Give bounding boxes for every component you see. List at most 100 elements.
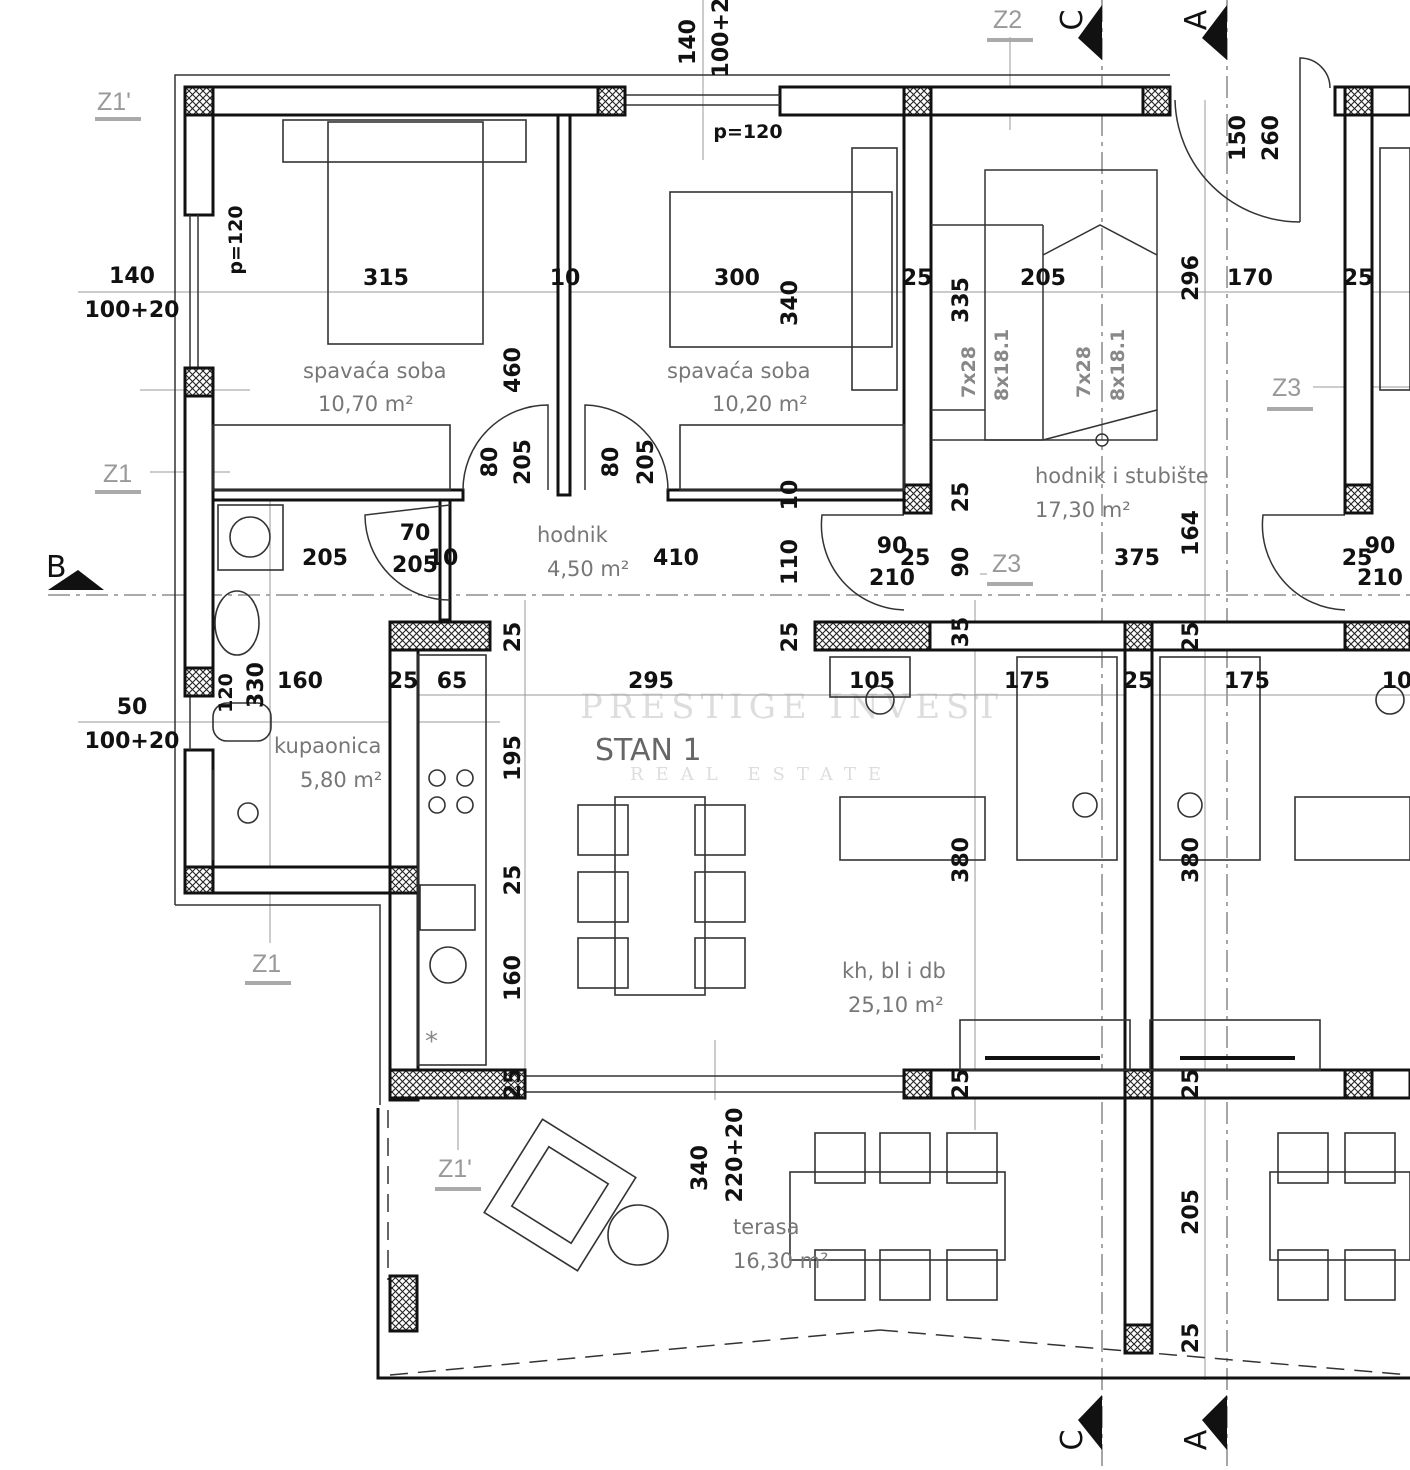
apartment-label: STAN 1	[595, 733, 702, 768]
svg-text:7x28: 7x28	[1073, 346, 1095, 398]
svg-text:210: 210	[869, 566, 915, 591]
svg-text:410: 410	[653, 546, 699, 571]
svg-text:65: 65	[437, 669, 468, 694]
svg-text:340: 340	[778, 280, 803, 326]
svg-text:315: 315	[363, 266, 409, 291]
svg-text:8x18.1: 8x18.1	[1107, 329, 1129, 401]
room-area-bedroom-2: 10,20 m²	[712, 392, 808, 416]
svg-text:105: 105	[849, 669, 895, 694]
svg-text:140: 140	[676, 19, 701, 65]
room-area-living: 25,10 m²	[848, 993, 944, 1017]
tag-z1p-bottom: Z1'	[435, 1150, 481, 1191]
svg-text:100+20: 100+20	[85, 298, 180, 323]
walls	[174, 74, 1410, 1380]
section-a-top: A	[1179, 9, 1214, 30]
svg-text:80: 80	[478, 447, 503, 478]
svg-text:7x28: 7x28	[958, 346, 980, 398]
svg-text:25: 25	[1179, 622, 1204, 653]
svg-text:160: 160	[277, 669, 323, 694]
section-a-bottom: A	[1179, 1429, 1214, 1450]
room-area-hallway: 4,50 m²	[547, 557, 629, 581]
svg-text:Z3: Z3	[992, 550, 1021, 578]
svg-text:REAL ESTATE: REAL ESTATE	[630, 764, 893, 785]
doors	[364, 57, 1346, 611]
furniture: *	[212, 119, 1410, 1301]
svg-text:300: 300	[714, 266, 760, 291]
svg-text:25: 25	[949, 482, 974, 513]
dimensions-vertical: 140 100+20 150 260 p=120 460 80 205 80 2…	[215, 0, 1284, 1353]
svg-text:25: 25	[778, 622, 803, 653]
svg-text:110: 110	[778, 539, 803, 585]
room-area-bathroom: 5,80 m²	[300, 768, 382, 792]
svg-text:380: 380	[949, 837, 974, 883]
svg-text:25: 25	[501, 622, 526, 653]
columns	[183, 85, 1410, 1355]
svg-text:Z1: Z1	[252, 950, 281, 978]
axis-lines	[48, 0, 1410, 1470]
svg-text:335: 335	[949, 277, 974, 323]
svg-text:90: 90	[877, 534, 908, 559]
svg-text:205: 205	[302, 546, 348, 571]
svg-text:Z1': Z1'	[97, 88, 131, 116]
svg-text:295: 295	[628, 669, 674, 694]
room-name-terrace: terasa	[733, 1215, 799, 1239]
svg-text:205: 205	[392, 553, 438, 578]
room-name-stair-hall: hodnik i stubište	[1035, 464, 1209, 488]
room-name-bathroom: kupaonica	[274, 734, 381, 758]
svg-text:*: *	[425, 1027, 438, 1057]
svg-text:205: 205	[511, 439, 536, 485]
svg-text:25: 25	[949, 1069, 974, 1100]
tag-z1-left: Z1	[95, 452, 141, 494]
tag-z1-bottom: Z1	[245, 943, 291, 985]
svg-text:375: 375	[1114, 546, 1160, 571]
svg-text:100+20: 100+20	[85, 729, 180, 754]
svg-text:205: 205	[1020, 266, 1066, 291]
room-area-terrace: 16,30 m²	[733, 1249, 829, 1273]
svg-text:PRESTIGE INVEST: PRESTIGE INVEST	[580, 687, 1004, 727]
svg-text:25: 25	[501, 1069, 526, 1100]
staircase	[931, 169, 1158, 447]
svg-text:140: 140	[109, 264, 155, 289]
svg-text:25: 25	[501, 865, 526, 896]
svg-text:25: 25	[1343, 266, 1374, 291]
svg-text:10: 10	[428, 546, 459, 571]
svg-text:10: 10	[550, 266, 581, 291]
svg-text:160: 160	[501, 955, 526, 1001]
svg-text:70: 70	[400, 521, 431, 546]
svg-text:25: 25	[1179, 1069, 1204, 1100]
window-tags: Z1' Z1 Z1 Z1' Z2 Z3 Z3	[95, 3, 1313, 1191]
section-b: B	[46, 550, 67, 585]
svg-text:50: 50	[117, 695, 148, 720]
svg-text:175: 175	[1004, 669, 1050, 694]
svg-text:25: 25	[902, 266, 933, 291]
svg-text:170: 170	[1227, 266, 1273, 291]
tag-z3-top: Z3	[1267, 370, 1313, 411]
room-labels: spavaća soba 10,70 m² spavaća soba 10,20…	[274, 359, 1209, 1273]
svg-text:90: 90	[949, 547, 974, 578]
svg-text:195: 195	[501, 735, 526, 781]
tag-z2: Z2	[987, 3, 1033, 42]
svg-text:175: 175	[1224, 669, 1270, 694]
svg-text:25: 25	[1123, 669, 1154, 694]
room-area-bedroom-1: 10,70 m²	[318, 392, 414, 416]
section-c-top: C	[1055, 10, 1090, 31]
svg-text:25: 25	[1342, 546, 1373, 571]
section-markers: C A C A B	[46, 5, 1227, 1450]
svg-text:380: 380	[1179, 837, 1204, 883]
svg-text:164: 164	[1179, 510, 1204, 556]
svg-text:340: 340	[688, 1145, 713, 1191]
svg-text:Z1: Z1	[103, 460, 132, 488]
tag-z3-mid: Z3	[987, 546, 1033, 586]
svg-text:150: 150	[1226, 115, 1251, 161]
svg-text:p=120: p=120	[225, 205, 247, 274]
section-c-bottom: C	[1055, 1430, 1090, 1451]
room-name-bedroom-1: spavaća soba	[303, 359, 447, 383]
room-area-stair-hall: 17,30 m²	[1035, 498, 1131, 522]
svg-text:296: 296	[1179, 255, 1204, 301]
room-name-bedroom-2: spavaća soba	[667, 359, 811, 383]
watermark: PRESTIGE INVEST REAL ESTATE	[580, 687, 1004, 785]
svg-text:120: 120	[215, 673, 237, 713]
svg-text:10: 10	[778, 480, 803, 511]
svg-text:Z3: Z3	[1272, 374, 1301, 402]
svg-text:25: 25	[900, 546, 931, 571]
